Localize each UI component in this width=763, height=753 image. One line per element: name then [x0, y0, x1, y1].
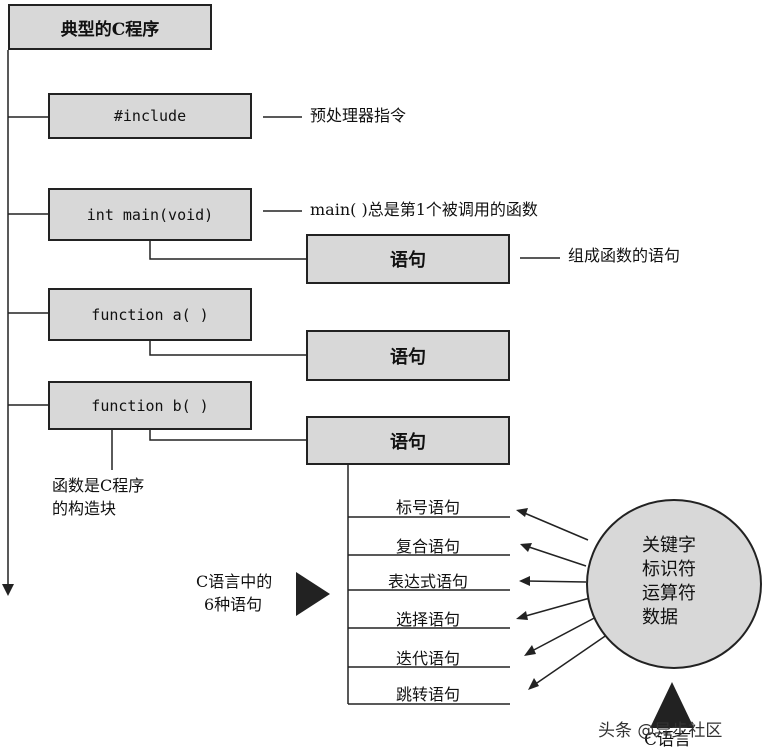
include-label: #include — [113, 107, 187, 125]
circle-line-keywords: 关键字 — [642, 535, 696, 556]
statement-kind-iteration: 迭代语句 — [395, 649, 460, 668]
circle-line-data: 数据 — [642, 607, 678, 628]
watermark: 头条 @异步社区 — [598, 721, 723, 741]
statement-label: 语句 — [390, 250, 426, 271]
circle-line-identifiers: 标识符 — [642, 559, 696, 580]
statement-box-b: 语句 — [306, 416, 510, 465]
function-b-block: function b( ) — [48, 381, 252, 430]
statement-kind-compound: 复合语句 — [395, 537, 460, 556]
statement-kind-jump: 跳转语句 — [395, 685, 460, 704]
building-block-annotation-line2: 的构造块 — [52, 499, 117, 518]
statement-box-a: 语句 — [306, 330, 510, 381]
preprocessor-annotation: 预处理器指令 — [310, 106, 407, 125]
circle-content: 关键字 标识符 运算符 数据 — [642, 534, 696, 630]
main-label: int main(void) — [86, 205, 214, 224]
include-block: #include — [48, 93, 252, 139]
function-b-label: function b( ) — [91, 396, 209, 415]
function-a-label: function a( ) — [91, 305, 209, 324]
circle-line-operators: 运算符 — [642, 583, 696, 604]
statement-kind-selection: 选择语句 — [395, 610, 460, 629]
statement-label: 语句 — [390, 346, 426, 368]
statements-form-annotation: 组成函数的语句 — [568, 246, 681, 265]
main-first-annotation: main( )总是第1个被调用的函数 — [310, 200, 538, 219]
statement-label: 语句 — [390, 431, 426, 453]
main-block: int main(void) — [48, 188, 252, 241]
function-a-block: function a( ) — [48, 288, 252, 341]
building-block-annotation-line1: 函数是C程序 — [52, 476, 145, 495]
program-title-box: 典型的C程序 — [8, 4, 212, 50]
statement-kind-labeled: 标号语句 — [395, 498, 460, 517]
program-title: 典型的C程序 — [60, 19, 160, 40]
six-kinds-annotation-line1: C语言中的 — [196, 572, 273, 591]
statement-kind-expression: 表达式语句 — [387, 572, 468, 591]
circle-caption: C语言 — [644, 730, 692, 750]
six-kinds-annotation-line2: 6种语句 — [204, 595, 263, 614]
statement-box-main: 语句 — [306, 234, 510, 284]
